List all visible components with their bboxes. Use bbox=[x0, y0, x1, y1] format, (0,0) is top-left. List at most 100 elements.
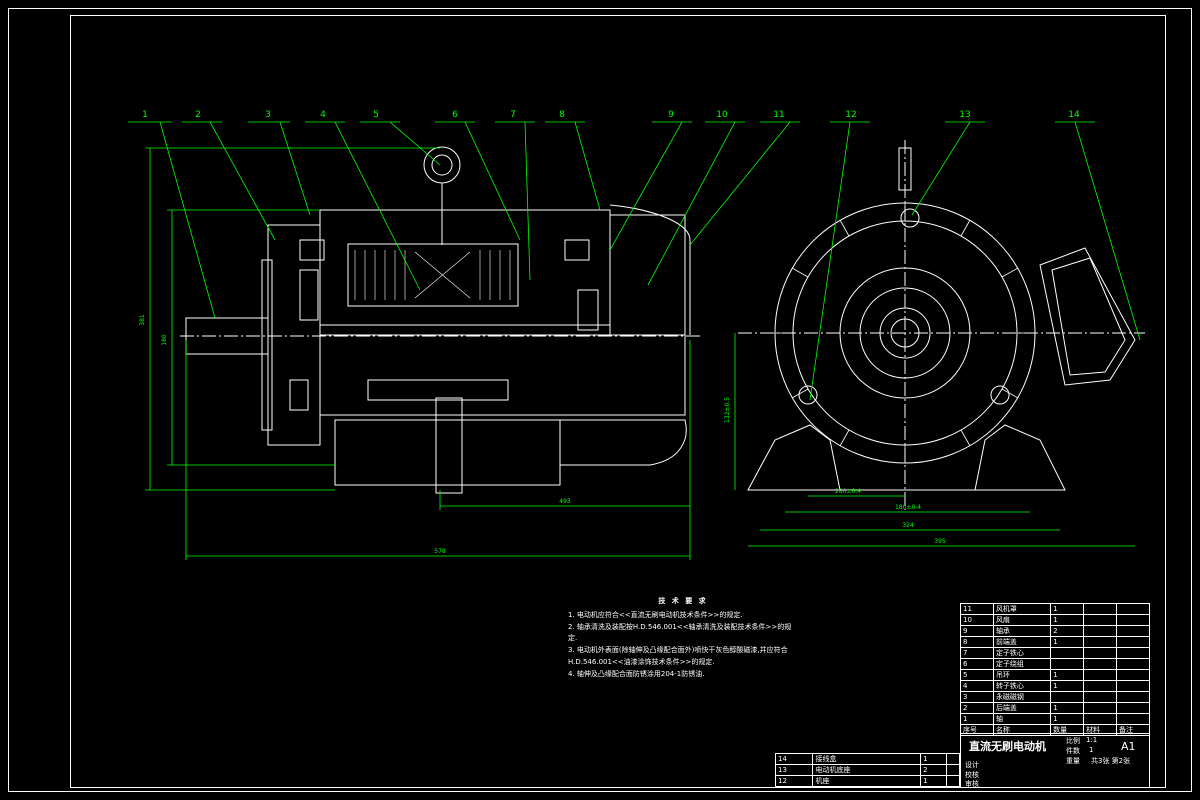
bom-cell-note bbox=[1116, 713, 1150, 725]
dimension-texts: 578 493 381 180 132±0.5 280±0.4 180±0.4 … bbox=[139, 314, 946, 555]
dim-overall-width: 395 bbox=[934, 538, 946, 545]
bom-cell-qty: 1 bbox=[1050, 680, 1085, 692]
bom-cell-note bbox=[1116, 680, 1150, 692]
stator-housing-lower bbox=[319, 334, 686, 416]
design-label: 设计 bbox=[965, 761, 979, 769]
notes-title: 技 术 要 求 bbox=[658, 597, 708, 605]
bom-cell-name: 前端盖 bbox=[992, 636, 1052, 648]
bom-cell-name: 吊环 bbox=[992, 669, 1052, 681]
bom-lower-cell-name: 机座 bbox=[812, 775, 922, 787]
note-item: 3. 电动机外表面(除轴伸及凸缘配合面外)喷快干灰色醇酸磁漆,并应符合H.D.5… bbox=[568, 646, 788, 666]
bom-cell-material bbox=[1083, 669, 1118, 681]
bom-cell-qty: 1 bbox=[1050, 636, 1085, 648]
title-block: 直流无刷电动机 比例 1:1 件数 1 重量 A1 共3张 第2张 设计 校核 … bbox=[960, 733, 1150, 788]
bom-cell-material bbox=[1083, 647, 1118, 659]
bom-cell-name: 定子铁心 bbox=[992, 647, 1052, 659]
bom-cell-no: 6 bbox=[960, 658, 994, 670]
balloon-label: 11 bbox=[773, 110, 784, 120]
foot-left bbox=[747, 424, 841, 491]
balloon-label: 13 bbox=[959, 110, 970, 120]
bom-lower-cell-extra bbox=[945, 764, 961, 776]
balloon-label: 4 bbox=[320, 110, 326, 120]
end-view bbox=[738, 140, 1145, 510]
bom-cell-name: 风扇 bbox=[992, 614, 1052, 626]
bom-cell-note bbox=[1116, 647, 1150, 659]
foot-right bbox=[974, 424, 1066, 491]
bom-cell-name: 永磁磁钢 bbox=[992, 691, 1052, 703]
rear-end-cover bbox=[267, 224, 321, 446]
bom-cell-note bbox=[1116, 614, 1150, 626]
dimension-lines bbox=[145, 147, 1135, 560]
bom-cell-note bbox=[1116, 691, 1150, 703]
bom-lower-cell-qty: 1 bbox=[920, 775, 947, 787]
dim-shaft-to-end: 493 bbox=[559, 498, 571, 505]
stator-housing-upper bbox=[319, 209, 611, 326]
bom-lower-cell-extra bbox=[945, 753, 961, 765]
balloon-label: 2 bbox=[195, 110, 201, 120]
count-value: 1 bbox=[1089, 746, 1094, 754]
lifting-lug bbox=[898, 147, 912, 191]
side-section-view bbox=[180, 146, 700, 494]
note-item: 2. 轴承清洗及装配按H.D.546.001<<轴承清洗及装配技术条件>>的规定… bbox=[568, 622, 792, 643]
balloon-leaders bbox=[128, 121, 1141, 401]
dim-overall-length: 578 bbox=[434, 548, 446, 555]
bom-cell-material bbox=[1083, 702, 1118, 714]
bom-cell-material bbox=[1083, 636, 1118, 648]
dim-center-height: 180 bbox=[161, 334, 168, 346]
balloon-label: 10 bbox=[716, 110, 728, 120]
check-label: 校核 bbox=[965, 771, 979, 779]
bom-cell-qty bbox=[1050, 647, 1085, 659]
note-item: 4. 轴伸及凸缘配合面防锈涂用204-1防锈油. bbox=[568, 669, 705, 678]
bom-lower-cell-qty: 1 bbox=[920, 753, 947, 765]
balloon-label: 1 bbox=[142, 110, 148, 120]
cooling-fins bbox=[775, 203, 1035, 463]
bom-cell-no: 7 bbox=[960, 647, 994, 659]
balloon-label: 6 bbox=[452, 110, 458, 120]
bom-cell-name: 转子铁心 bbox=[992, 680, 1052, 692]
bom-cell-material bbox=[1083, 658, 1118, 670]
bom-cell-no: 8 bbox=[960, 636, 994, 648]
drawing-title: 直流无刷电动机 bbox=[969, 740, 1046, 753]
rotor-core-hatch bbox=[354, 250, 511, 300]
bom-lower-cell-extra bbox=[945, 775, 961, 787]
bom-cell-note bbox=[1116, 658, 1150, 670]
bolt-hole-right bbox=[990, 385, 1010, 405]
approve-label: 审核 bbox=[965, 780, 979, 788]
bom-cell-material bbox=[1083, 614, 1118, 626]
balloon-label: 7 bbox=[510, 110, 516, 120]
bom-cell-no: 5 bbox=[960, 669, 994, 681]
bom-lower-cell-no: 12 bbox=[774, 775, 814, 787]
technical-requirements: 技 术 要 求 1. 电动机应符合<<直流无刷电动机技术条件>>的规定. 2. … bbox=[568, 596, 798, 681]
bom-cell-material bbox=[1083, 603, 1118, 615]
bom-cell-qty: 1 bbox=[1050, 603, 1085, 615]
bom-lower-cell-no: 13 bbox=[774, 764, 814, 776]
bom-cell-qty: 1 bbox=[1050, 702, 1085, 714]
bom-cell-no: 3 bbox=[960, 691, 994, 703]
bom-cell-qty: 2 bbox=[1050, 625, 1085, 637]
dim-base-width: 324 bbox=[902, 522, 914, 529]
bom-cell-name: 风机罩 bbox=[992, 603, 1052, 615]
weight-label: 重量 bbox=[1066, 757, 1080, 765]
inner-border bbox=[70, 15, 1166, 788]
bom-cell-no: 9 bbox=[960, 625, 994, 637]
bolt-hole-left bbox=[798, 385, 818, 405]
bom-cell-qty: 1 bbox=[1050, 669, 1085, 681]
dim-foot-half: 280±0.4 bbox=[835, 488, 861, 495]
bolt-hole-top bbox=[900, 208, 920, 228]
lifting-eye bbox=[423, 146, 461, 184]
dim-foot-span: 180±0.4 bbox=[895, 504, 921, 511]
bom-cell-name: 定子绕组 bbox=[992, 658, 1052, 670]
count-label: 件数 bbox=[1066, 747, 1080, 755]
